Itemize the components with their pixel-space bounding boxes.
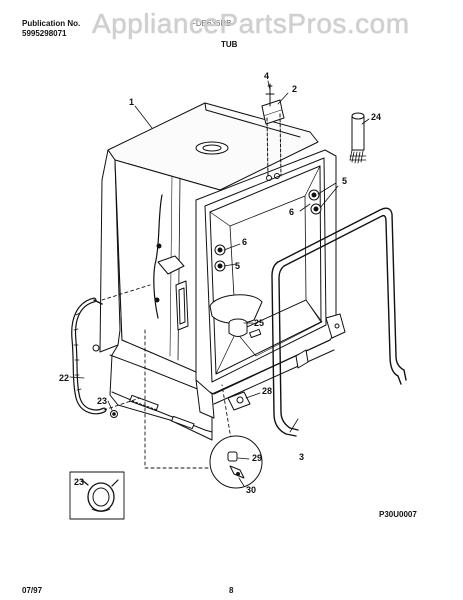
detail-circle xyxy=(209,435,263,489)
callout-22: 22 xyxy=(59,373,69,383)
callout-23: 23 xyxy=(97,396,107,406)
publication-number: 5995298071 xyxy=(22,29,67,38)
callout-30: 30 xyxy=(246,485,256,495)
tub-body xyxy=(99,102,319,441)
callout-4: 4 xyxy=(264,71,269,81)
callout-6-lower: 6 xyxy=(242,237,247,247)
fasteners xyxy=(214,189,322,272)
callout-23-detail: 23 xyxy=(74,477,84,487)
date-code: 07/97 xyxy=(22,586,43,595)
leader-lines xyxy=(69,80,370,487)
inlet-valve xyxy=(227,391,251,411)
section-title: TUB xyxy=(221,40,238,49)
callout-5-lower: 5 xyxy=(235,261,240,271)
model-reference: FDB636RB xyxy=(191,19,232,28)
sump-assembly xyxy=(209,294,263,339)
callout-2: 2 xyxy=(292,84,297,94)
publication-label: Publication No. xyxy=(22,19,81,28)
callout-29: 29 xyxy=(252,453,262,463)
door-gasket xyxy=(271,207,407,437)
drawing-id: P30U0007 xyxy=(379,510,417,519)
mounting-bracket xyxy=(261,83,285,181)
clamp-detail xyxy=(69,471,125,520)
callout-1: 1 xyxy=(129,97,134,107)
vent-tube xyxy=(349,112,367,164)
callout-28: 28 xyxy=(262,386,272,396)
callout-3: 3 xyxy=(299,452,304,462)
callout-6-upper: 6 xyxy=(289,207,294,217)
callout-25: 25 xyxy=(254,318,264,328)
drain-hose xyxy=(71,297,118,418)
callout-5-upper: 5 xyxy=(342,176,347,186)
callout-24: 24 xyxy=(371,112,381,122)
page-number: 8 xyxy=(229,586,234,595)
